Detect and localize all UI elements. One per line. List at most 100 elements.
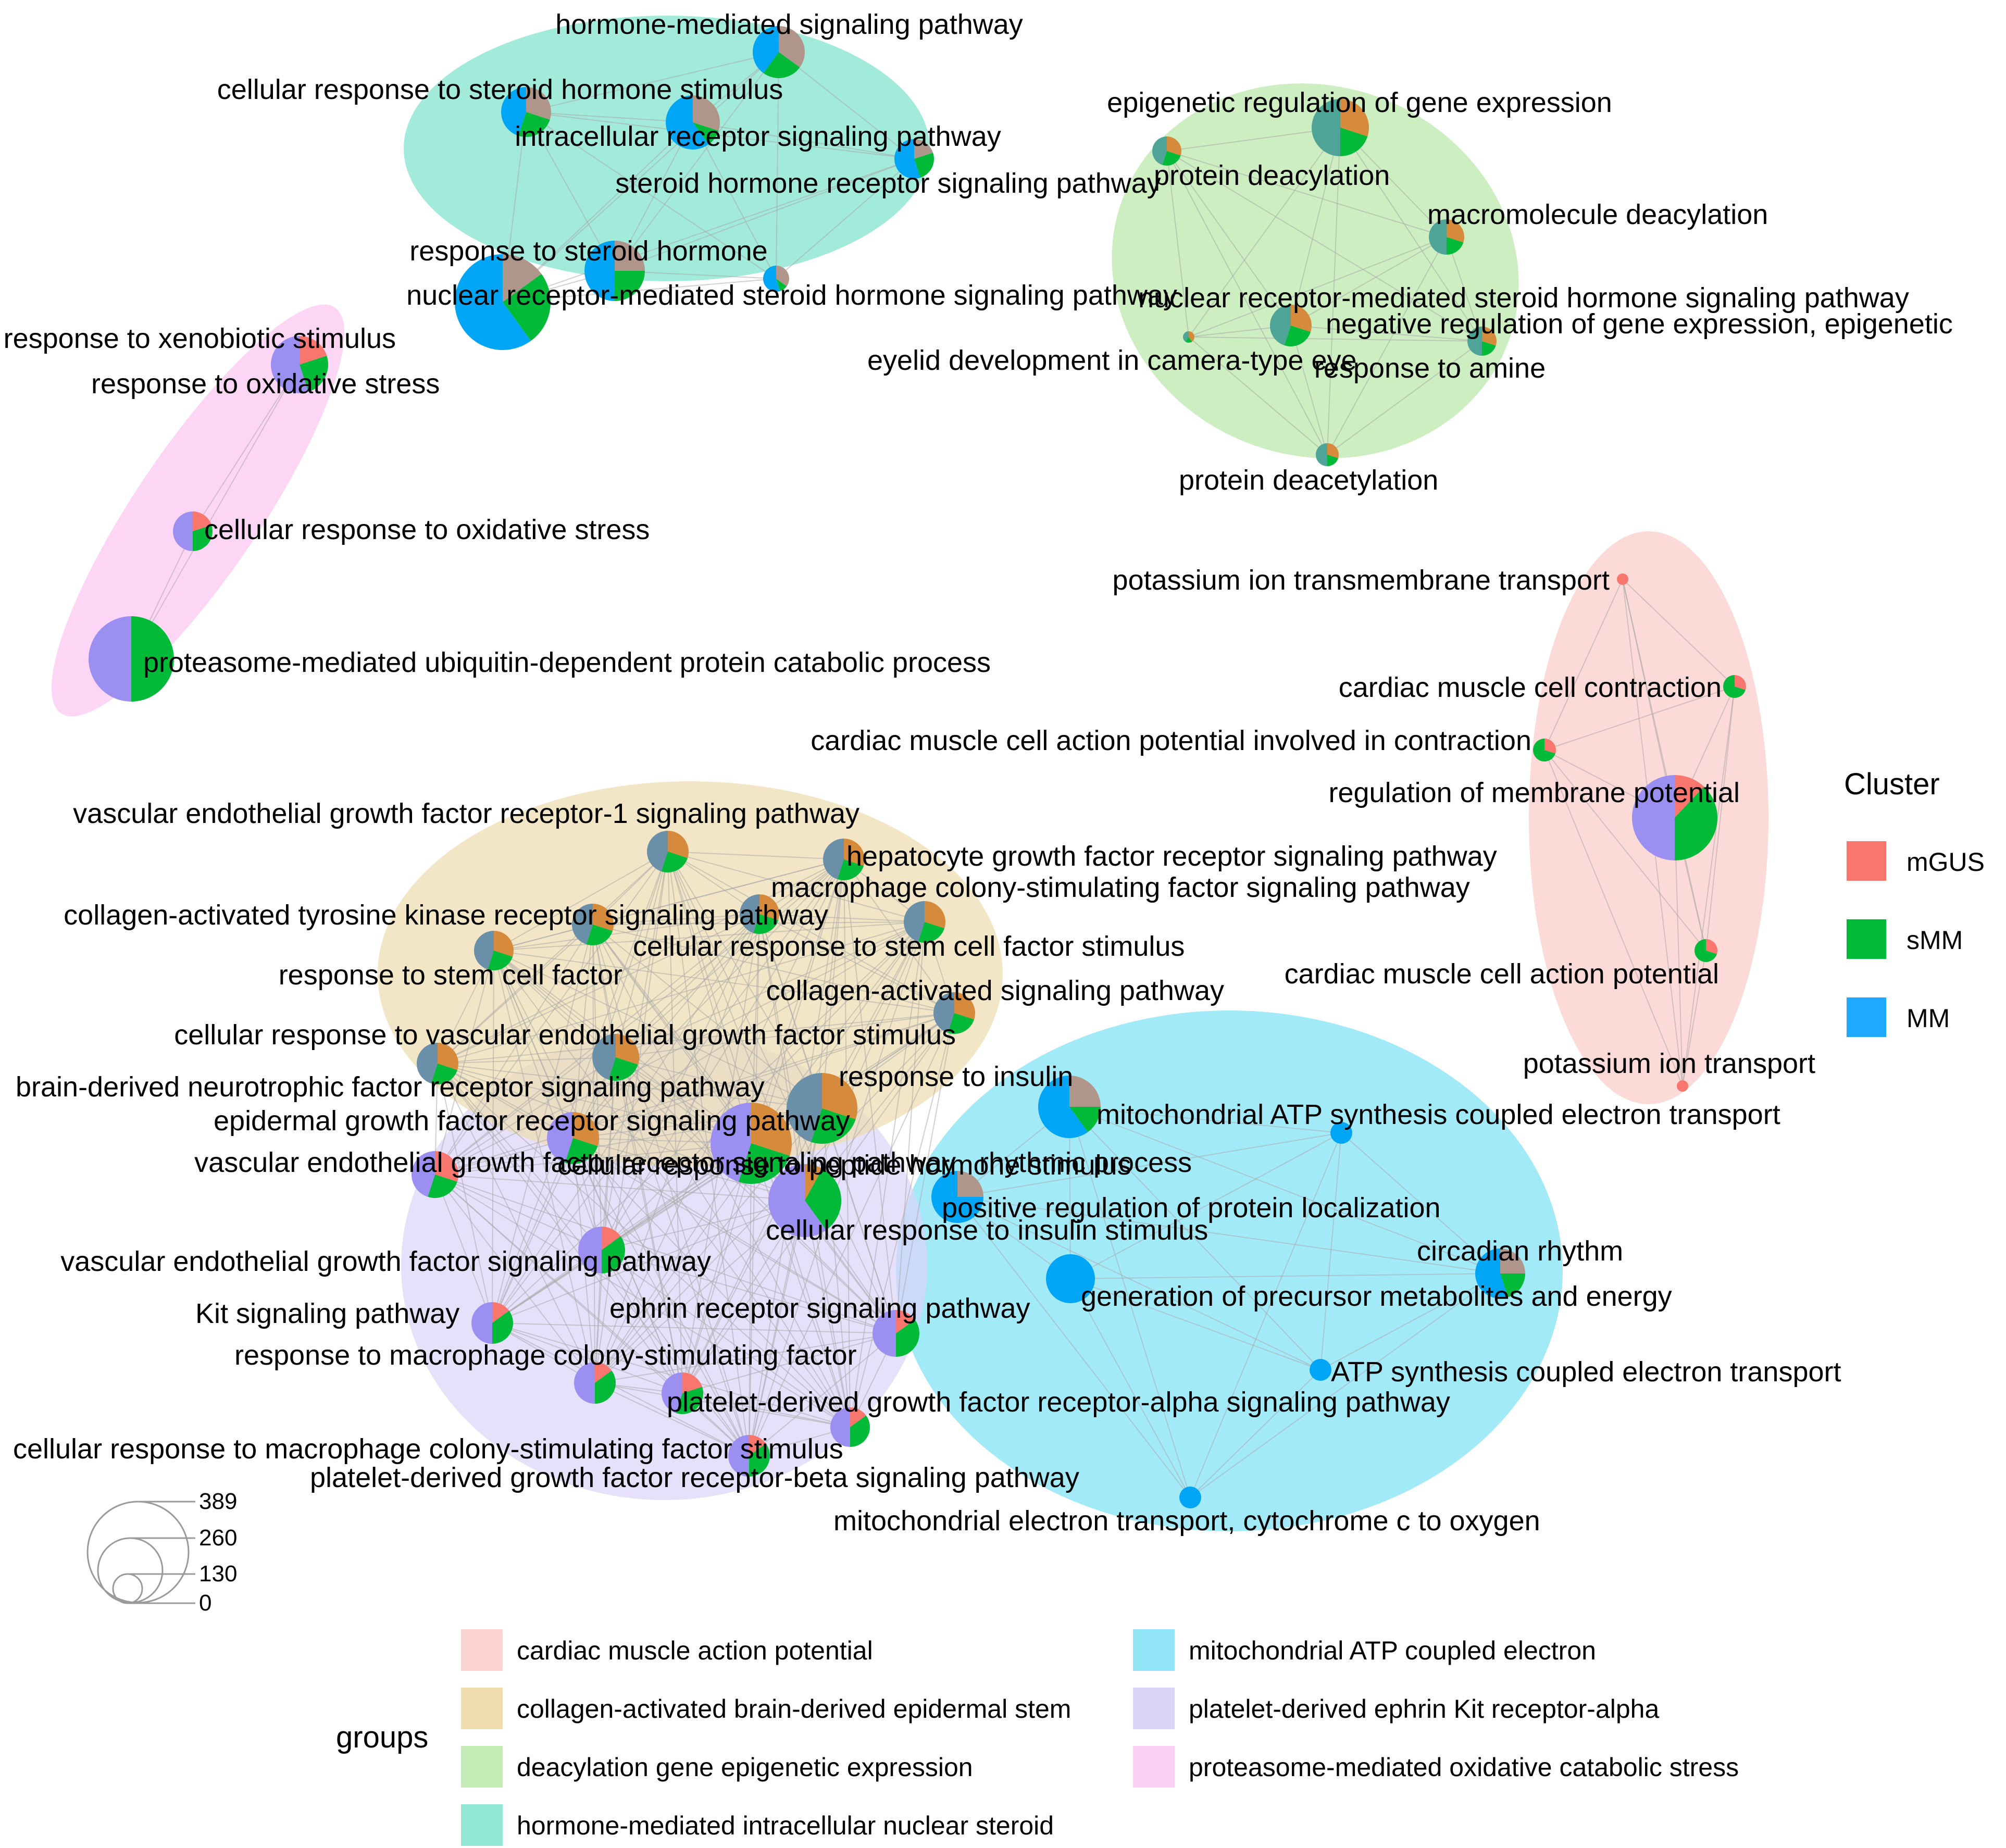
pie-node bbox=[547, 1112, 600, 1164]
pie-node bbox=[592, 1034, 640, 1081]
group-swatch-proteasome bbox=[1133, 1746, 1175, 1788]
network-edge bbox=[526, 111, 693, 123]
node-label: hepatocyte growth factor receptor signal… bbox=[846, 841, 1497, 872]
network-edge bbox=[667, 851, 955, 1014]
network-edge bbox=[572, 1138, 683, 1394]
network-edge bbox=[1327, 236, 1447, 455]
node-label: negative regulation of gene expression, … bbox=[1326, 308, 1953, 340]
network-edge bbox=[1622, 579, 1735, 687]
pie-node bbox=[1179, 1487, 1201, 1508]
mgus-swatch bbox=[1847, 841, 1886, 881]
network-edge bbox=[601, 1250, 750, 1456]
node-label: collagen-activated signaling pathway bbox=[766, 975, 1224, 1006]
node-label: response to stem cell factor bbox=[279, 959, 622, 991]
network-edge bbox=[682, 1393, 851, 1428]
node-label: response to oxidative stress bbox=[91, 368, 440, 399]
network-edge bbox=[1188, 336, 1328, 455]
network-edge bbox=[776, 158, 915, 279]
network-edge bbox=[434, 1057, 616, 1175]
groups-legend-title: groups bbox=[336, 1720, 428, 1754]
pie-node bbox=[173, 511, 213, 551]
network-edge bbox=[615, 921, 925, 1058]
network-edge bbox=[1320, 1132, 1342, 1370]
group-swatch-mitochondrial bbox=[1133, 1629, 1175, 1671]
network-edge bbox=[594, 851, 668, 1383]
network-edge bbox=[692, 122, 777, 279]
network-edge bbox=[776, 52, 779, 279]
network-edge bbox=[1069, 1106, 1501, 1274]
pie-node bbox=[571, 904, 614, 946]
network-edge bbox=[751, 859, 844, 1144]
group-hull-2 bbox=[51, 304, 345, 717]
pie-node bbox=[646, 831, 689, 873]
network-edge bbox=[492, 1057, 616, 1323]
group-swatch-hormone bbox=[461, 1804, 503, 1846]
network-edge bbox=[1070, 1278, 1321, 1370]
pie-node bbox=[768, 1164, 841, 1237]
pie-node bbox=[753, 26, 805, 78]
node-label: proteasome-mediated ubiquitin-dependent … bbox=[143, 647, 991, 678]
network-edge bbox=[493, 950, 602, 1251]
network-edge bbox=[1188, 236, 1447, 338]
node-label: brain-derived neurotrophic factor recept… bbox=[16, 1071, 765, 1103]
node-label: epidermal growth factor receptor signali… bbox=[214, 1105, 850, 1137]
network-edge bbox=[437, 1063, 851, 1428]
network-edge bbox=[821, 1108, 851, 1428]
network-edge bbox=[434, 851, 668, 1175]
network-edge bbox=[526, 111, 777, 279]
node-labels: hormone-mediated signaling pathway cellul… bbox=[4, 9, 1953, 1537]
pie-node bbox=[1183, 331, 1194, 343]
node-label: positive regulation of protein localizat… bbox=[942, 1192, 1441, 1223]
pie-node bbox=[903, 901, 945, 943]
node-label: regulation of membrane potential bbox=[1329, 777, 1740, 808]
network-edge bbox=[493, 950, 616, 1058]
network-edge bbox=[493, 950, 595, 1383]
network-edge bbox=[1166, 151, 1291, 326]
network-edge bbox=[601, 914, 760, 1251]
network-edge bbox=[749, 859, 844, 1456]
network-edge bbox=[1069, 1106, 1191, 1498]
network-edge bbox=[850, 1013, 955, 1428]
size-label-130: 130 bbox=[199, 1561, 237, 1587]
pie-node bbox=[1694, 939, 1717, 963]
network-edge bbox=[1340, 127, 1482, 342]
group-swatch-deacylation bbox=[461, 1746, 503, 1788]
network-edge bbox=[434, 924, 593, 1175]
network-edge bbox=[957, 1196, 1191, 1498]
network-edge bbox=[957, 1196, 1321, 1370]
pie-node bbox=[1617, 573, 1628, 585]
pie-node bbox=[270, 336, 328, 393]
network-edge bbox=[572, 921, 925, 1139]
network-edge bbox=[492, 851, 668, 1323]
network-edge bbox=[1320, 1273, 1501, 1370]
pie-node bbox=[584, 241, 645, 301]
network-edge bbox=[601, 859, 844, 1251]
node-label: cellular response to macrophage colony-s… bbox=[13, 1433, 843, 1465]
network-edge bbox=[682, 1108, 823, 1394]
group-swatch-cardiac bbox=[461, 1629, 503, 1671]
network-edge bbox=[492, 1322, 683, 1394]
network-edge bbox=[437, 924, 593, 1064]
pie-node bbox=[931, 1171, 983, 1223]
mgus-legend-label: mGUS bbox=[1907, 847, 1985, 877]
network-edge bbox=[492, 1322, 896, 1334]
network-edge bbox=[615, 914, 760, 1058]
network-edge bbox=[437, 914, 760, 1064]
network-edge bbox=[493, 851, 668, 951]
mm-swatch bbox=[1847, 997, 1886, 1037]
node-label: hormone-mediated signaling pathway bbox=[555, 9, 1023, 40]
network-edge bbox=[1069, 1106, 1342, 1133]
network-edge bbox=[601, 1250, 851, 1428]
network-edge bbox=[492, 924, 593, 1323]
network-edge bbox=[614, 52, 779, 271]
network-edge bbox=[957, 1132, 1342, 1197]
pie-node bbox=[501, 87, 551, 137]
cluster-legend-title: Cluster bbox=[1844, 767, 1940, 801]
network-edge bbox=[1188, 127, 1341, 338]
pie-node bbox=[1467, 327, 1497, 356]
group-hull-1 bbox=[1112, 83, 1519, 458]
network-edge bbox=[749, 1013, 955, 1456]
node-label: response to amine bbox=[1314, 353, 1546, 384]
network-edge bbox=[1327, 127, 1341, 455]
